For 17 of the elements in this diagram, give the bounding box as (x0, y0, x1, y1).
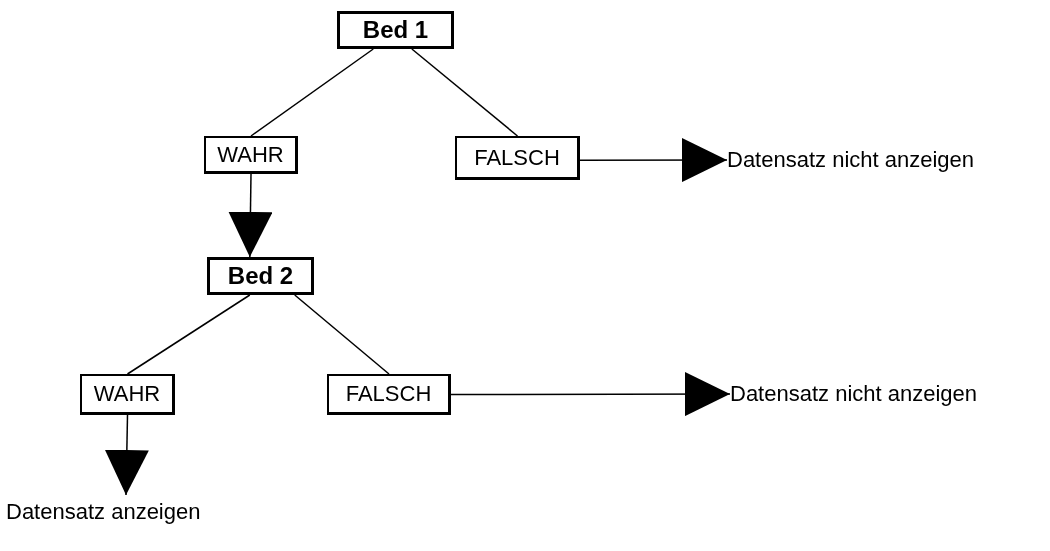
connector-line (411, 48, 519, 137)
outcome-box: FALSCH (327, 374, 451, 415)
arrow (104, 414, 149, 496)
outcome-box: WAHR (80, 374, 175, 415)
result-text: Datensatz nicht anzeigen (727, 144, 1042, 176)
outcome-box: FALSCH (455, 136, 580, 180)
connector-line (126, 294, 251, 375)
outcome-box: WAHR (204, 136, 298, 174)
result-text: Datensatz nicht anzeigen (730, 378, 1045, 410)
arrow (450, 372, 731, 417)
connector-line (250, 48, 374, 137)
arrow (579, 138, 728, 183)
result-text: Datensatz anzeigen (6, 495, 246, 529)
condition-box: Bed 1 (337, 11, 454, 49)
connector-line (294, 294, 390, 375)
condition-box: Bed 2 (207, 257, 314, 295)
arrow (228, 173, 273, 258)
